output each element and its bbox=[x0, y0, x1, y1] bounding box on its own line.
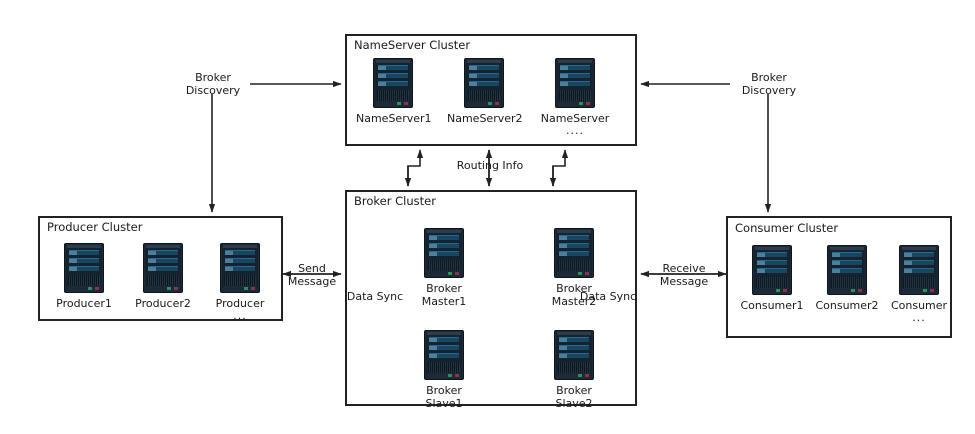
node-label: Consumer2 bbox=[815, 299, 879, 312]
cluster-producer-title: Producer Cluster bbox=[47, 220, 143, 234]
node-nameserver-more[interactable]: NameServer .... bbox=[538, 58, 612, 136]
server-rack-icon bbox=[464, 58, 504, 108]
node-ellipsis: .... bbox=[566, 124, 584, 137]
node-label: Consumer1 bbox=[740, 299, 804, 312]
server-rack-icon bbox=[827, 245, 867, 295]
node-ellipsis: ... bbox=[233, 309, 247, 322]
server-rack-icon bbox=[752, 245, 792, 295]
node-broker-master1[interactable]: Broker Master1 bbox=[407, 228, 481, 308]
cluster-broker-title: Broker Cluster bbox=[354, 194, 436, 208]
server-rack-icon bbox=[424, 330, 464, 380]
edge-label-data-sync-left: Data Sync bbox=[346, 290, 404, 303]
edge-label-broker-discovery-left: Broker Discovery bbox=[185, 71, 241, 97]
node-broker-slave1[interactable]: Broker Slave1 bbox=[407, 330, 481, 410]
server-rack-icon bbox=[373, 58, 413, 108]
node-label: Producer bbox=[215, 297, 265, 310]
node-producer1[interactable]: Producer1 bbox=[47, 243, 121, 310]
edge-label-data-sync-right: Data Sync bbox=[579, 290, 637, 303]
edge-label-routing-info: Routing Info bbox=[456, 159, 524, 172]
edge-label-receive-message: Receive Message bbox=[659, 262, 709, 288]
node-consumer1[interactable]: Consumer1 bbox=[735, 245, 809, 312]
server-rack-icon bbox=[554, 228, 594, 278]
server-rack-icon bbox=[899, 245, 939, 295]
node-broker-slave2[interactable]: Broker Slave2 bbox=[537, 330, 611, 410]
node-nameserver1[interactable]: NameServer1 bbox=[356, 58, 432, 125]
server-rack-icon bbox=[555, 58, 595, 108]
server-rack-icon bbox=[143, 243, 183, 293]
server-rack-icon bbox=[64, 243, 104, 293]
node-producer-more[interactable]: Producer ... bbox=[203, 243, 277, 321]
edge-routing-info-left-up bbox=[407, 149, 424, 186]
edge-routing-info-right-up bbox=[552, 149, 569, 186]
edge-label-send-message: Send Message bbox=[287, 262, 337, 288]
node-consumer-more[interactable]: Consumer ... bbox=[882, 245, 956, 323]
node-label: Broker Master1 bbox=[421, 282, 467, 308]
server-rack-icon bbox=[424, 228, 464, 278]
node-label: NameServer2 bbox=[447, 112, 523, 125]
node-nameserver2[interactable]: NameServer2 bbox=[447, 58, 523, 125]
node-ellipsis: ... bbox=[912, 311, 926, 324]
node-broker-master2[interactable]: Broker Master2 bbox=[537, 228, 611, 308]
edge-label-broker-discovery-right: Broker Discovery bbox=[741, 71, 797, 97]
node-label: NameServer1 bbox=[356, 112, 432, 125]
node-label: Broker Slave2 bbox=[555, 384, 593, 410]
node-consumer2[interactable]: Consumer2 bbox=[810, 245, 884, 312]
node-producer2[interactable]: Producer2 bbox=[126, 243, 200, 310]
node-label: NameServer bbox=[540, 112, 610, 125]
node-label: Producer1 bbox=[56, 297, 112, 310]
node-label: Consumer bbox=[890, 299, 948, 312]
node-label: Broker Master2 bbox=[551, 282, 597, 308]
node-label: Producer2 bbox=[135, 297, 191, 310]
server-rack-icon bbox=[220, 243, 260, 293]
cluster-consumer-title: Consumer Cluster bbox=[735, 221, 839, 235]
server-rack-icon bbox=[554, 330, 594, 380]
cluster-nameserver-title: NameServer Cluster bbox=[354, 38, 471, 52]
node-label: Broker Slave1 bbox=[425, 384, 463, 410]
